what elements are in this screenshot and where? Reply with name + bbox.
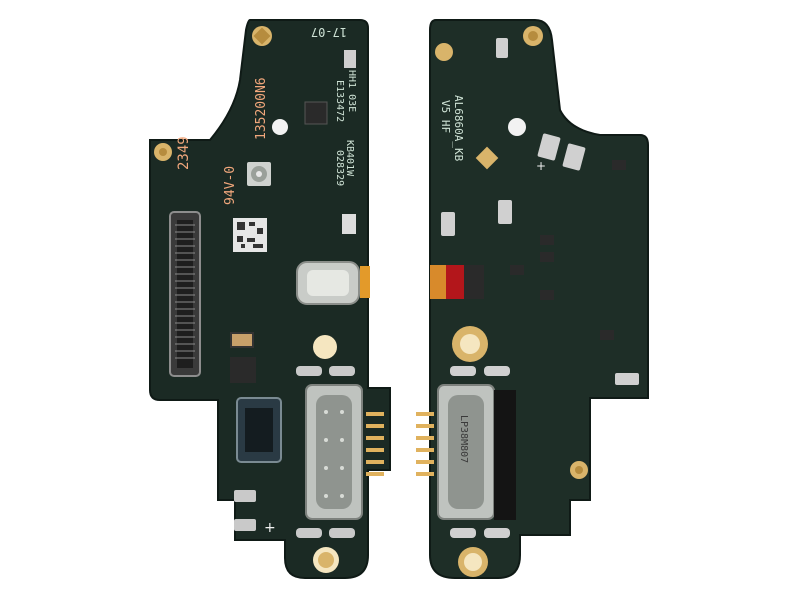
fpc-socket — [236, 397, 282, 463]
right-plus-mark: + — [536, 159, 546, 173]
right-pcb-board: AL6860A_KB V5 HF LP38M807 + — [416, 19, 649, 579]
board-to-board-connector-icon — [169, 211, 201, 377]
right-code-1: AL6860A_KB — [452, 95, 465, 162]
right-code-2: V5 HF — [439, 100, 452, 133]
left-code-1: E133472 — [334, 80, 345, 122]
left-code-2: KB401W — [344, 140, 355, 177]
left-plus-mark: + — [264, 520, 276, 536]
left-rating: 94V-0 — [223, 166, 238, 205]
left-date-code: 2349 — [176, 136, 192, 170]
left-top-label: 17-07 — [311, 25, 347, 39]
usb-c-port-icon — [305, 384, 384, 520]
usb-c-port-icon — [416, 384, 516, 520]
left-code-3: 028329 — [334, 150, 345, 186]
left-pcb-board: 17-07 2349 94V-0 135200N6 E133472 KB401W… — [149, 19, 391, 579]
microphone-module-icon — [296, 261, 370, 305]
left-code-4: HH1 03E — [346, 70, 357, 112]
left-part-number: 135200N6 — [254, 77, 269, 140]
insulation-tape-icon — [430, 265, 484, 299]
datamatrix-code — [233, 218, 267, 252]
right-usb-label: LP38M807 — [458, 415, 469, 463]
antenna-connector-icon — [247, 162, 271, 186]
